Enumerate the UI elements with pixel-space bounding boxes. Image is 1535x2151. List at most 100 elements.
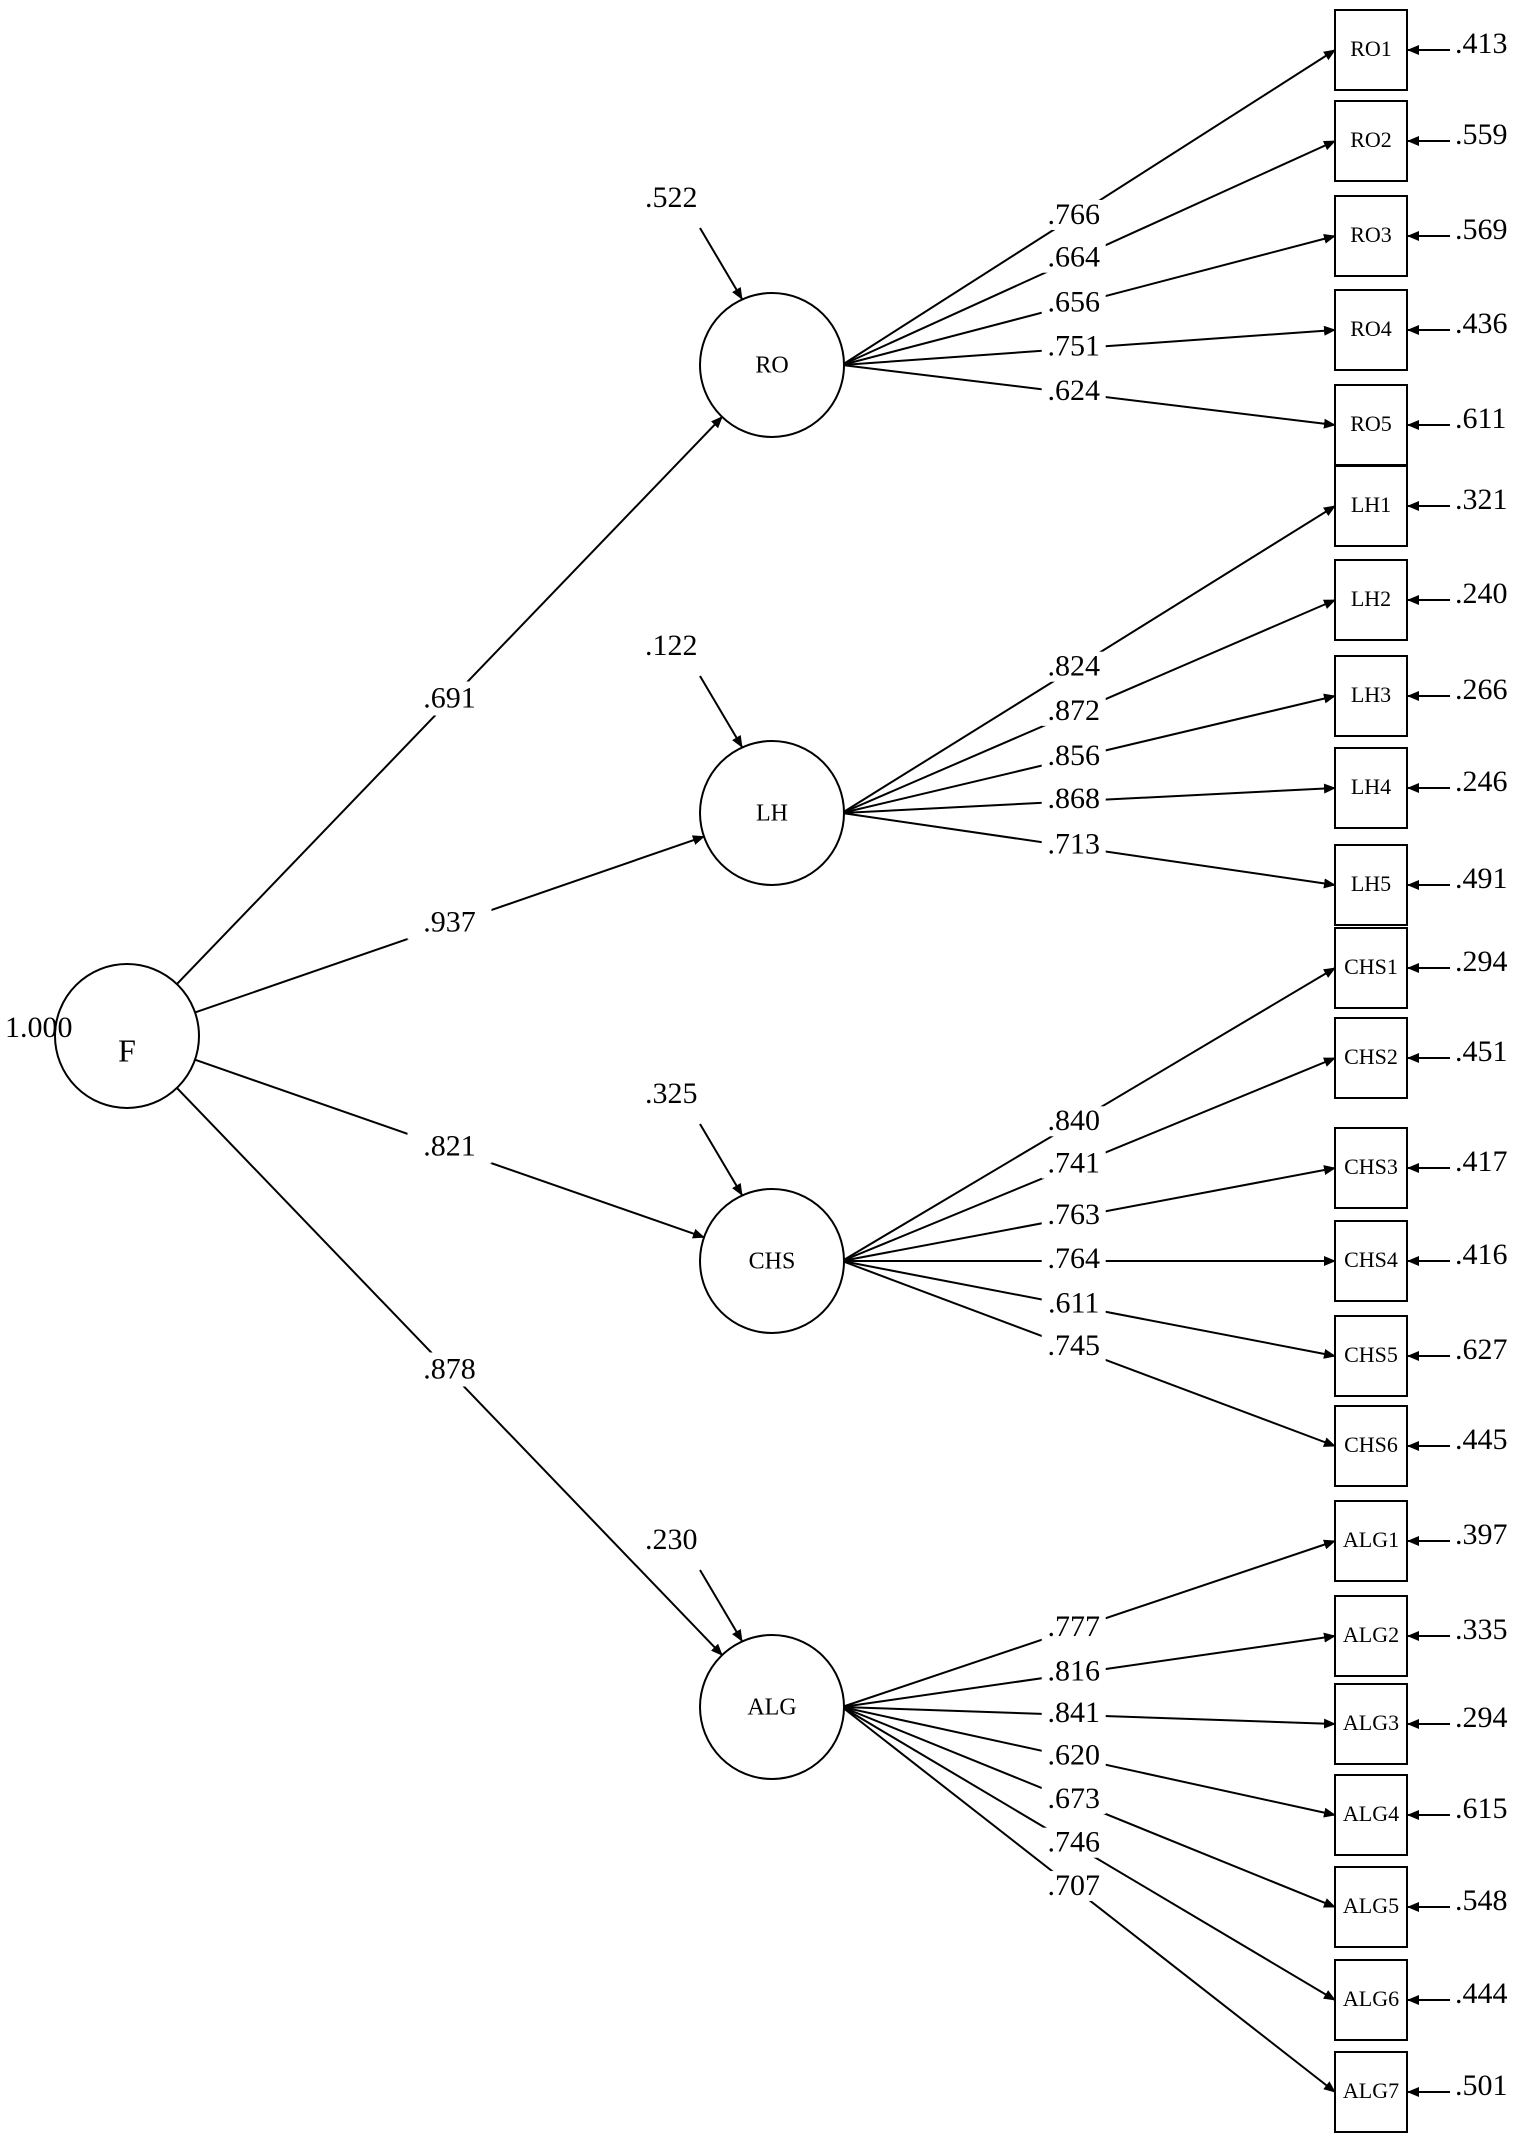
loading-label-chs: .821 xyxy=(423,1129,476,1162)
indicator-box-chs5 xyxy=(1334,1315,1408,1397)
indicator-label-chs6: CHS6 xyxy=(1344,1432,1398,1457)
indicator-box-chs2 xyxy=(1334,1017,1408,1099)
loading-backdrop xyxy=(1041,199,1106,230)
indicator-box-lh4 xyxy=(1334,747,1408,829)
factor-label-ro: RO xyxy=(755,353,788,379)
indicator-box-ro2 xyxy=(1334,100,1408,182)
indicator-label-alg1: ALG1 xyxy=(1343,1527,1399,1552)
residual-label-chs: .325 xyxy=(645,1077,698,1110)
factor-node-ro xyxy=(699,292,845,438)
indicator-box-alg6 xyxy=(1334,1959,1408,2041)
indicator-label-ro2: RO2 xyxy=(1350,127,1392,152)
error-label-alg7: .501 xyxy=(1455,2069,1508,2102)
nodes-layer xyxy=(54,9,1408,2133)
residual-arrow-chs xyxy=(699,1123,743,1196)
loading-label-ro: .691 xyxy=(423,681,476,714)
indicator-label-chs4: CHS4 xyxy=(1344,1247,1398,1272)
indicator-label-lh3: LH3 xyxy=(1351,682,1391,707)
item-loading-label-lh1: .824 xyxy=(1047,650,1100,683)
error-label-chs5: .627 xyxy=(1455,1333,1508,1366)
error-label-chs6: .445 xyxy=(1455,1423,1508,1456)
item-loading-label-ro4: .751 xyxy=(1047,329,1100,362)
indicator-box-chs6 xyxy=(1334,1405,1408,1487)
item-loading-group-ro5: .624 xyxy=(1041,374,1106,407)
indicator-label-chs2: CHS2 xyxy=(1344,1044,1398,1069)
residual-arrow-alg xyxy=(699,1569,743,1642)
indicator-box-ro3 xyxy=(1334,195,1408,277)
indicator-label-chs5: CHS5 xyxy=(1344,1342,1398,1367)
item-loading-label-alg3: .841 xyxy=(1047,1696,1100,1729)
loading-backdrop xyxy=(1041,741,1106,772)
loading-backdrop xyxy=(1041,1288,1106,1319)
error-label-alg2: .335 xyxy=(1455,1613,1508,1646)
item-loading-group-alg7: .707 xyxy=(1041,1869,1106,1902)
item-loading-group-chs4: .764 xyxy=(1041,1242,1106,1275)
residual-label-alg: .230 xyxy=(645,1523,698,1556)
item-loading-label-lh5: .713 xyxy=(1047,828,1100,861)
indicator-box-alg2 xyxy=(1334,1595,1408,1677)
indicator-box-alg1 xyxy=(1334,1500,1408,1582)
residual-arrow-lh xyxy=(699,675,743,748)
item-loading-label-chs5: .611 xyxy=(1048,1287,1099,1320)
indicator-label-alg4: ALG4 xyxy=(1343,1801,1399,1826)
factor-label-chs: CHS xyxy=(749,1249,796,1275)
item-loading-label-chs3: .763 xyxy=(1047,1198,1100,1231)
loading-backdrop xyxy=(1041,1200,1106,1231)
error-label-lh1: .321 xyxy=(1455,483,1508,516)
factor-node-lh xyxy=(699,740,845,886)
factor-label-lh: LH xyxy=(756,801,788,827)
indicator-label-lh2: LH2 xyxy=(1351,586,1391,611)
loading-backdrop xyxy=(1041,242,1106,273)
error-label-alg4: .615 xyxy=(1455,1792,1508,1825)
root-factor-label: F xyxy=(118,1032,136,1068)
item-loading-label-alg6: .746 xyxy=(1047,1826,1100,1859)
loading-backdrop xyxy=(1041,1330,1106,1361)
loading-backdrop xyxy=(1041,829,1106,860)
item-loading-group-ro4: .751 xyxy=(1041,329,1106,362)
loading-backdrop xyxy=(1041,651,1106,682)
indicator-label-alg2: ALG2 xyxy=(1343,1622,1399,1647)
error-label-alg5: .548 xyxy=(1455,1884,1508,1917)
indicator-label-alg3: ALG3 xyxy=(1343,1710,1399,1735)
error-label-alg1: .397 xyxy=(1455,1518,1508,1551)
item-loading-group-alg3: .841 xyxy=(1041,1696,1106,1729)
loading-backdrop xyxy=(407,1129,492,1164)
root-factor-node xyxy=(54,963,200,1109)
item-loading-label-lh2: .872 xyxy=(1047,694,1100,727)
indicator-label-alg5: ALG5 xyxy=(1343,1893,1399,1918)
indicator-label-ro4: RO4 xyxy=(1350,316,1392,341)
loading-backdrop xyxy=(1041,1106,1106,1137)
item-loading-label-ro2: .664 xyxy=(1047,241,1100,274)
factor-node-chs xyxy=(699,1188,845,1334)
item-loading-label-chs1: .840 xyxy=(1047,1104,1100,1137)
item-loading-group-lh5: .713 xyxy=(1041,828,1106,861)
indicator-label-alg7: ALG7 xyxy=(1343,2078,1399,2103)
error-label-ro2: .559 xyxy=(1455,118,1508,151)
error-label-alg6: .444 xyxy=(1455,1977,1508,2010)
indicator-box-lh3 xyxy=(1334,655,1408,737)
residual-label-lh: .122 xyxy=(645,629,698,662)
error-label-chs1: .294 xyxy=(1455,945,1508,978)
item-loading-group-ro3: .656 xyxy=(1041,285,1106,318)
loading-backdrop xyxy=(407,1352,492,1387)
item-loading-label-alg1: .777 xyxy=(1047,1610,1100,1643)
error-label-ro1: .413 xyxy=(1455,27,1508,60)
error-label-ro4: .436 xyxy=(1455,307,1508,340)
item-loading-group-alg4: .620 xyxy=(1041,1739,1106,1772)
item-loading-group-chs2: .741 xyxy=(1041,1146,1106,1179)
item-loading-label-chs2: .741 xyxy=(1047,1146,1100,1179)
loading-backdrop xyxy=(1041,287,1106,318)
error-label-ro3: .569 xyxy=(1455,213,1508,246)
error-label-chs4: .416 xyxy=(1455,1238,1508,1271)
item-loading-group-lh3: .856 xyxy=(1041,739,1106,772)
item-loading-label-chs4: .764 xyxy=(1047,1242,1100,1275)
item-loading-group-chs6: .745 xyxy=(1041,1329,1106,1362)
item-loading-group-ro1: .766 xyxy=(1041,198,1106,231)
item-loading-group-alg1: .777 xyxy=(1041,1610,1106,1643)
loading-backdrop xyxy=(1041,1244,1106,1274)
indicator-label-lh1: LH1 xyxy=(1351,492,1391,517)
loading-backdrop xyxy=(1041,1656,1106,1687)
indicator-label-chs3: CHS3 xyxy=(1344,1154,1398,1179)
item-loading-label-chs6: .745 xyxy=(1047,1329,1100,1362)
indicator-box-lh5 xyxy=(1334,844,1408,926)
